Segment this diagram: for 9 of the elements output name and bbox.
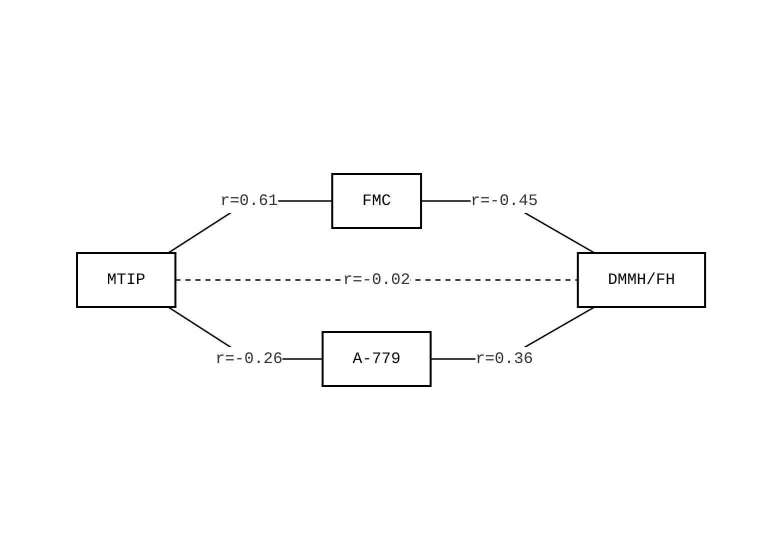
node-box: MTIP [76,252,177,308]
node-box: DMMH/FH [577,252,707,308]
edge-label: r=-0.45 [471,192,538,210]
edge-label: r=0.36 [476,350,534,368]
node-box: A-779 [322,331,432,387]
node-box: FMC [332,173,422,229]
edge-label: r=0.61 [220,192,278,210]
edge-label: r=-0.26 [216,350,284,368]
edge-label: r=-0.02 [343,271,411,289]
